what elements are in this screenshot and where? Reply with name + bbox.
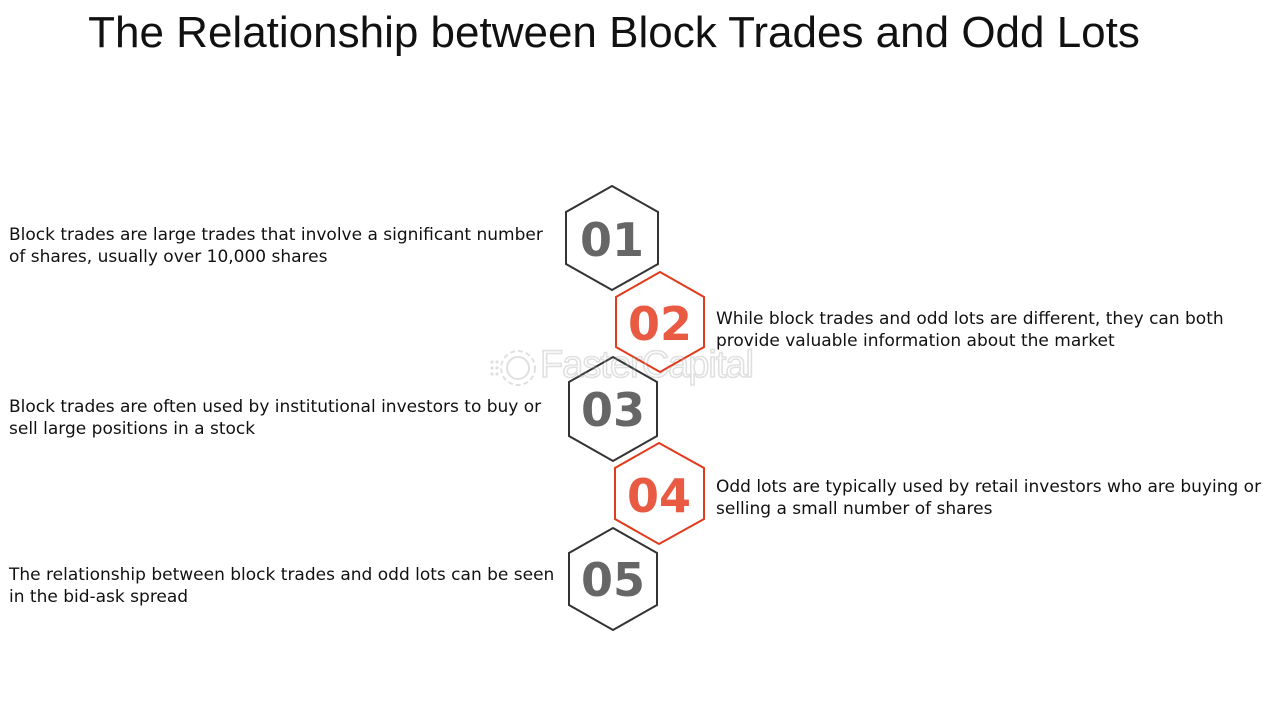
- step-02-number: 02: [628, 297, 692, 351]
- gear-icon: [490, 350, 536, 386]
- step-01-number: 01: [580, 213, 644, 267]
- step-04-number: 04: [627, 469, 691, 523]
- step-03-number: 03: [581, 383, 645, 437]
- step-04-text: Odd lots are typically used by retail in…: [716, 477, 1262, 519]
- step-04-hexagon: 04: [614, 441, 705, 546]
- step-01-text: Block trades are large trades that invol…: [9, 225, 543, 267]
- step-02-hexagon: 02: [615, 270, 705, 374]
- step-01-hexagon: 01: [565, 184, 659, 292]
- step-03-hexagon: 03: [568, 355, 658, 463]
- step-03-text: Block trades are often used by instituti…: [9, 397, 542, 439]
- watermark-text: FasterCapital: [539, 343, 755, 387]
- step-05-hexagon: 05: [568, 526, 658, 632]
- step-05-text: The relationship between block trades an…: [9, 565, 555, 607]
- watermark: FasterCapital: [488, 342, 788, 394]
- step-02-text: While block trades and odd lots are diff…: [716, 309, 1224, 351]
- step-05-number: 05: [581, 553, 645, 607]
- page-title: The Relationship between Block Trades an…: [88, 8, 1140, 57]
